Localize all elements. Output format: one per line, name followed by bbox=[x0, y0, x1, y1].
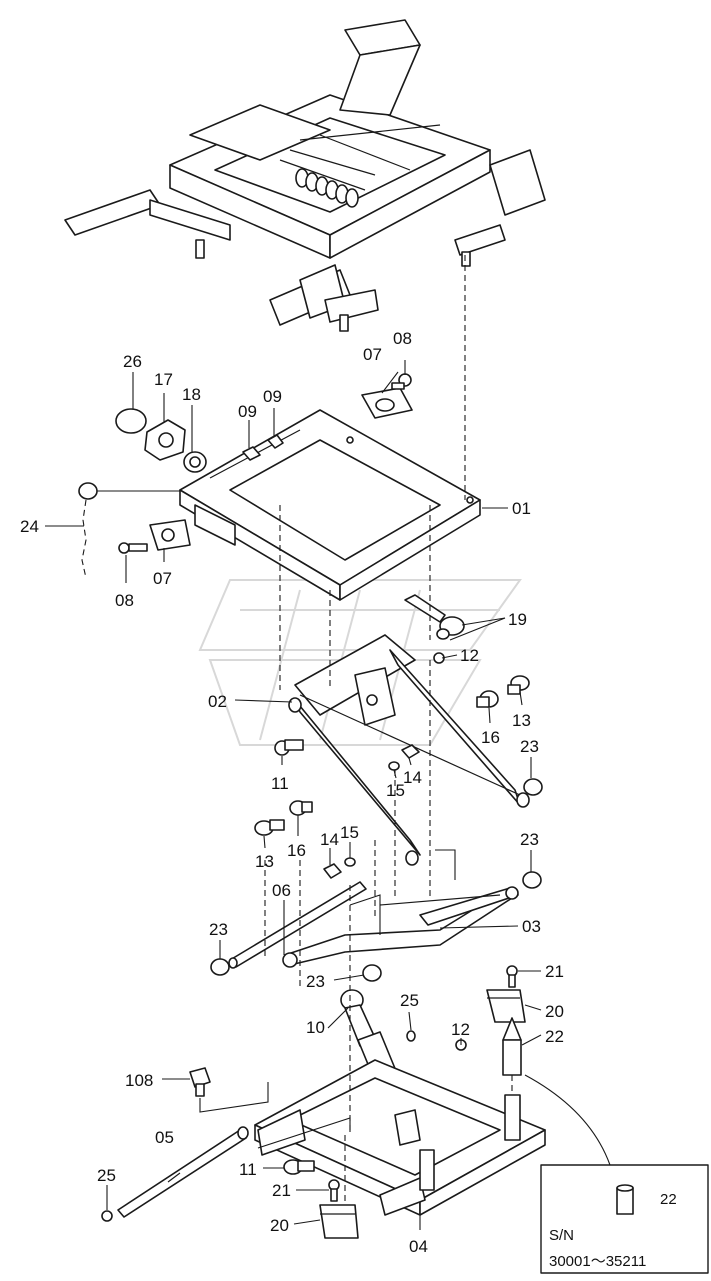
roller-23-a bbox=[523, 778, 543, 796]
callout-21-upper: 21 bbox=[545, 962, 564, 981]
callout-21-lower: 21 bbox=[272, 1181, 291, 1200]
callout-23-a: 23 bbox=[520, 737, 539, 756]
callout-15-lower: 15 bbox=[340, 823, 359, 842]
screw-21-lower bbox=[328, 1179, 340, 1202]
clip-20-lower bbox=[319, 1204, 359, 1239]
clip-20-upper bbox=[486, 989, 526, 1023]
callout-05: 05 bbox=[155, 1128, 174, 1147]
washer-25-upper bbox=[406, 1030, 416, 1042]
callout-16-left: 16 bbox=[287, 841, 306, 860]
callout-15-upper: 15 bbox=[386, 781, 405, 800]
washer-15-upper bbox=[388, 761, 400, 771]
washer-25-lower bbox=[101, 1210, 113, 1222]
callout-07-left: 07 bbox=[153, 569, 172, 588]
callout-07-right: 07 bbox=[363, 345, 382, 364]
bushing-18 bbox=[183, 451, 207, 473]
callout-14-upper: 14 bbox=[403, 768, 422, 787]
ring-26 bbox=[115, 408, 147, 434]
pin-11-upper bbox=[274, 739, 304, 756]
callout-01: 01 bbox=[512, 499, 531, 518]
callout-12-upper: 12 bbox=[460, 646, 479, 665]
pin-11-lower bbox=[283, 1159, 315, 1175]
callout-20-lower: 20 bbox=[270, 1216, 289, 1235]
bushing-16-upper bbox=[476, 690, 499, 708]
callout-14-lower: 14 bbox=[320, 830, 339, 849]
scissor-link-03 bbox=[282, 886, 519, 968]
washer-15-lower bbox=[344, 857, 356, 867]
bracket-07-left bbox=[149, 519, 191, 551]
bolt-13-lower bbox=[254, 819, 285, 836]
callout-25-lower: 25 bbox=[97, 1166, 116, 1185]
bracket-07-right bbox=[361, 387, 413, 419]
callout-08-right: 08 bbox=[393, 329, 412, 348]
coil-spring bbox=[295, 168, 359, 208]
callout-labels: 01 02 03 04 05 06 07 07 08 08 09 09 10 1… bbox=[20, 329, 564, 1256]
bolt-08-right bbox=[391, 373, 412, 390]
callout-06: 06 bbox=[272, 881, 291, 900]
inset-sn-label: S/N bbox=[549, 1227, 574, 1244]
screw-21-upper bbox=[506, 965, 518, 988]
serial-number-inset: 22 S/N 30001～35211 bbox=[540, 1164, 709, 1274]
callout-26: 26 bbox=[123, 352, 142, 371]
callout-11-lower: 11 bbox=[239, 1160, 257, 1179]
callout-18: 18 bbox=[182, 385, 201, 404]
inset-part-label: 22 bbox=[660, 1191, 677, 1208]
callout-23-d: 23 bbox=[306, 972, 325, 991]
bolt-108 bbox=[189, 1067, 211, 1097]
roller-23-b bbox=[522, 871, 542, 889]
assembly-lines bbox=[264, 255, 513, 1205]
callout-22: 22 bbox=[545, 1027, 564, 1046]
callout-08-left: 08 bbox=[115, 591, 134, 610]
nut-14-upper bbox=[401, 744, 420, 759]
callout-11-upper: 11 bbox=[271, 774, 289, 793]
callout-23-b: 23 bbox=[520, 830, 539, 849]
chain-24 bbox=[78, 482, 98, 579]
upper-frame bbox=[179, 409, 481, 601]
roller-23-d bbox=[362, 964, 382, 982]
bumper-22 bbox=[502, 1017, 522, 1076]
shaft-05 bbox=[117, 1126, 249, 1218]
seat-top-frame bbox=[64, 19, 546, 332]
roller-23-c bbox=[210, 958, 230, 976]
shaft-06 bbox=[228, 881, 367, 969]
callout-09-right: 09 bbox=[263, 387, 282, 406]
bolt-13-upper bbox=[507, 675, 530, 695]
base-frame bbox=[254, 1059, 546, 1216]
bumper-22-inset bbox=[616, 1184, 634, 1215]
callout-108: 108 bbox=[125, 1071, 153, 1090]
lever-19 bbox=[404, 594, 465, 640]
callout-02: 02 bbox=[208, 692, 227, 711]
callout-24: 24 bbox=[20, 517, 39, 536]
leader-lines bbox=[45, 360, 655, 1230]
callout-16-right: 16 bbox=[481, 728, 500, 747]
inset-sn-range: 30001～35211 bbox=[549, 1253, 646, 1270]
latch-plate bbox=[354, 667, 396, 726]
callout-13-right: 13 bbox=[512, 711, 531, 730]
callout-25-upper: 25 bbox=[400, 991, 419, 1010]
callout-04: 04 bbox=[409, 1237, 428, 1256]
callout-03: 03 bbox=[522, 917, 541, 936]
callout-19: 19 bbox=[508, 610, 527, 629]
callout-10: 10 bbox=[306, 1018, 325, 1037]
nuts-09 bbox=[242, 434, 284, 461]
callout-09-left: 09 bbox=[238, 402, 257, 421]
nut-14-lower bbox=[323, 863, 342, 879]
bolt-08-left bbox=[118, 542, 148, 554]
callout-17: 17 bbox=[154, 370, 173, 389]
knob-17 bbox=[144, 419, 186, 461]
callout-20-upper: 20 bbox=[545, 1002, 564, 1021]
callout-23-c: 23 bbox=[209, 920, 228, 939]
callout-12-lower: 12 bbox=[451, 1020, 470, 1039]
bushing-16-lower bbox=[289, 800, 313, 816]
callout-13-left: 13 bbox=[255, 852, 274, 871]
